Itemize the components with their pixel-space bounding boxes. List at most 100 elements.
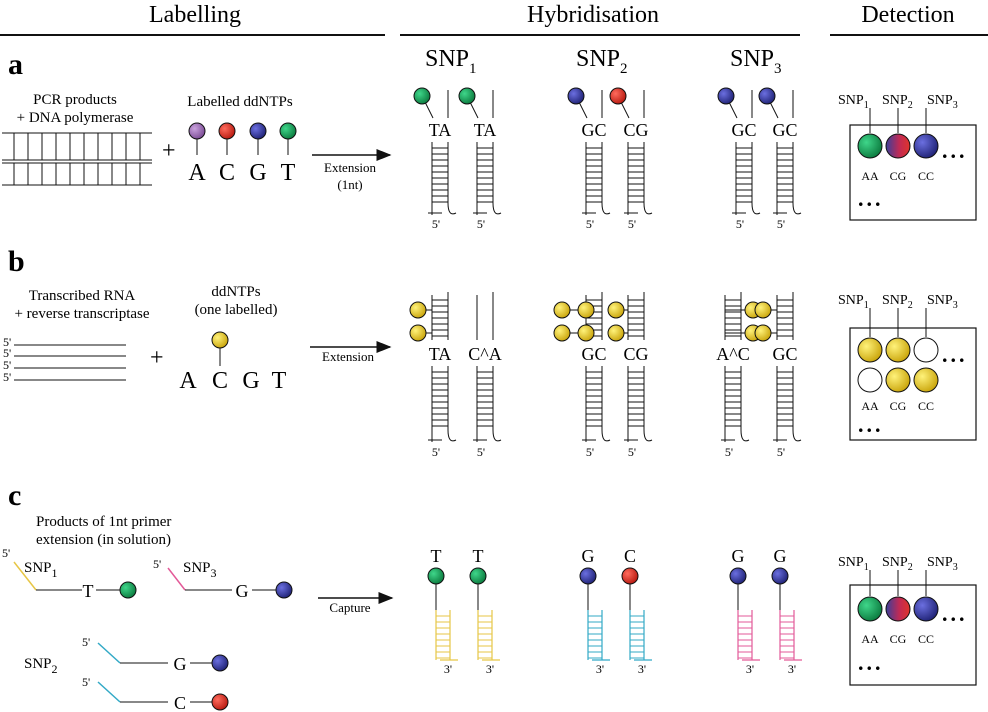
det-snp3: SNP3 [927, 555, 958, 573]
base-pair-label: GC [772, 344, 797, 364]
det-snp2: SNP2 [882, 555, 913, 573]
svg-text:SNP3: SNP3 [183, 560, 217, 580]
label-dot [427, 567, 445, 585]
label-dot [717, 87, 735, 105]
capture-probe: G3' [579, 546, 610, 676]
transcribed-rna-label: Transcribed RNA [29, 288, 136, 304]
pcr-products-label: PCR products [33, 92, 117, 108]
extension-solution-label: extension (in solution) [36, 532, 171, 548]
det-snp2: SNP2 [882, 293, 913, 311]
panel-a: a PCR products + DNA polymerase + Labell… [2, 46, 977, 231]
prime-label: 5' [586, 217, 594, 231]
spot-yellow [885, 337, 911, 363]
blue-label-dot [275, 581, 293, 599]
green-label-dot [119, 581, 137, 599]
prime-label: 5' [777, 217, 785, 231]
base-g: G [249, 160, 266, 186]
spot-empty [913, 337, 939, 363]
yellow-label-dot [409, 301, 427, 319]
base-pair-label: GC [581, 344, 606, 364]
yellow-label-dot [553, 301, 571, 319]
capture-probe: G3' [729, 546, 760, 676]
yellow-label-dot [211, 331, 229, 349]
detection-array-c: SNP1 SNP2 SNP3 ... AA CG CC ... [838, 555, 977, 686]
label-dot [729, 567, 747, 585]
det-snp2: SNP2 [882, 93, 913, 111]
prime-label: 5' [586, 445, 594, 459]
capture-probe: G3' [771, 546, 802, 676]
more-dots: ... [942, 601, 968, 626]
detection-array-b: SNP1 SNP2 SNP3 ... AA CG CC ... [838, 293, 977, 441]
hairpin-probe: GC5' [717, 87, 761, 231]
genotype-aa: AA [861, 632, 879, 646]
base-pair-label: TA [429, 344, 452, 364]
base-t: T [281, 160, 296, 186]
svg-text:5': 5' [153, 557, 161, 571]
det-snp3: SNP3 [927, 293, 958, 311]
prime-label: 3' [444, 662, 452, 676]
panel-label-a: a [8, 48, 23, 81]
base-a: A [179, 368, 197, 394]
det-snp1: SNP1 [838, 555, 869, 573]
svg-text:SNP2: SNP2 [24, 656, 58, 676]
snp1-header: SNP1 [425, 46, 477, 77]
prime-label: 5' [432, 217, 440, 231]
det-snp1: SNP1 [838, 293, 869, 311]
panel-c: c Products of 1nt primer extension (in s… [2, 479, 977, 712]
red-label-dot [211, 693, 229, 711]
prime-label: 3' [596, 662, 604, 676]
hairpin-probe: C^A5' [468, 292, 502, 459]
base-t: T [272, 368, 287, 394]
pcr-ladder [2, 132, 152, 186]
genotype-cg: CG [890, 169, 907, 183]
spot-green [857, 596, 883, 622]
base-pair-label: C^A [468, 344, 501, 364]
spot-blue [913, 133, 939, 159]
more-dots: ... [942, 138, 968, 163]
snp3-header: SNP3 [730, 46, 782, 77]
prime-label: 3' [788, 662, 796, 676]
panel-b: b Transcribed RNA + reverse transcriptas… [3, 245, 977, 459]
label-dot [758, 87, 776, 105]
label-dot [579, 567, 597, 585]
prime-label: 5' [736, 217, 744, 231]
hairpin-probe: GC 5' [553, 292, 611, 459]
prime-label: 5' [477, 217, 485, 231]
plus-sign: + [162, 138, 176, 164]
det-snp3: SNP3 [927, 93, 958, 111]
svg-text:5': 5' [3, 335, 11, 349]
capture-label: Capture [329, 600, 370, 615]
capture-probes-c: T3'T3'G3'C3'G3'G3' [427, 546, 802, 676]
hairpin-probe: A^C5' [716, 292, 762, 459]
yellow-label-dot [754, 324, 772, 342]
hairpin-probe: GC 5' [758, 87, 802, 231]
svg-text:5': 5' [3, 370, 11, 384]
genotype-cg: CG [890, 632, 907, 646]
prime-label: 5' [628, 445, 636, 459]
header-detection: Detection [861, 2, 954, 28]
spot-yellow [885, 367, 911, 393]
extension-label: Extension [324, 160, 376, 175]
products-label: Products of 1nt primer [36, 514, 171, 530]
header-labelling: Labelling [149, 2, 241, 28]
blue-label-dot [211, 654, 229, 672]
hairpin-probes-a: TA5'TA5'GC5'CG5'GC5'GC5' [413, 87, 802, 231]
hairpin-probe: GC 5' [567, 87, 611, 231]
svg-text:C: C [174, 693, 186, 712]
one-labelled-label: (one labelled) [195, 302, 278, 318]
snp1-product: 5' SNP1 T [2, 546, 137, 601]
panel-label-b: b [8, 245, 25, 278]
panel-label-c: c [8, 479, 21, 512]
base-pair-label: A^C [716, 344, 749, 364]
captured-base-label: T [431, 546, 442, 566]
snp2-header: SNP2 [576, 46, 628, 77]
rna-5prime-labels: 5'5' 5'5' [3, 335, 11, 384]
capture-probe: C3' [621, 546, 652, 676]
base-pair-label: GC [581, 120, 606, 140]
hairpin-probe: GC5' [754, 292, 802, 459]
header-hybridisation: Hybridisation [527, 2, 659, 28]
detection-array-a: SNP1 SNP2 SNP3 ... AA CG CC ... [838, 93, 977, 221]
base-c: C [219, 160, 235, 186]
base-pair-label: CG [623, 120, 648, 140]
base-pair-label: GC [772, 120, 797, 140]
